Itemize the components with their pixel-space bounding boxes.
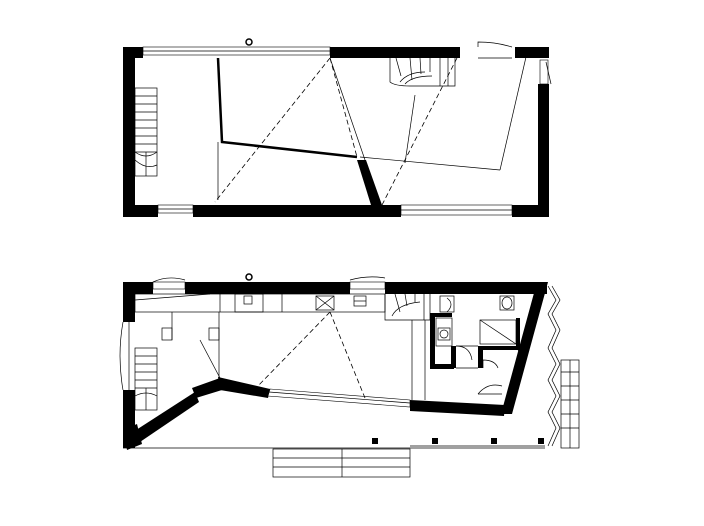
upper-ne-door-swing <box>477 41 513 48</box>
ground-bathroom-core <box>411 295 525 400</box>
upper-flue-symbol <box>245 38 253 46</box>
upper-exterior-walls <box>123 47 549 217</box>
upper-south-window <box>400 204 513 216</box>
upper-floor-plan <box>123 38 552 217</box>
upper-north-window <box>142 46 331 56</box>
upper-left-staircase <box>134 87 158 177</box>
upper-spiral-staircase <box>389 57 456 87</box>
ground-east-screen <box>547 285 580 449</box>
ground-flue-symbol <box>245 273 253 281</box>
ground-exterior-walls <box>123 282 548 450</box>
ground-spiral-staircase <box>384 293 431 321</box>
upper-sliding-partition <box>216 57 358 159</box>
ground-terrace <box>123 438 545 478</box>
ground-floor-plan <box>119 273 580 478</box>
ground-west-window <box>119 321 124 391</box>
upper-sw-window <box>157 204 194 214</box>
ground-left-staircase <box>134 347 158 411</box>
upper-west-door-swing <box>123 175 134 206</box>
ground-south-glazing <box>267 388 411 408</box>
